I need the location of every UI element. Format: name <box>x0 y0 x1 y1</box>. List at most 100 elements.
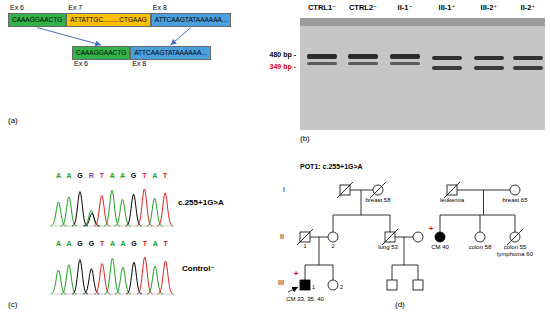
rect-shape <box>432 66 462 70</box>
generation-label: II <box>280 233 284 241</box>
gene-title: POT1: c.255+1G>A <box>300 163 363 171</box>
phenotype-label: CM 33, 35, 40 <box>286 296 324 303</box>
exon-box: CAAAGGAACTGEx 6 <box>72 46 130 69</box>
exon-box: Ex 8ATTCAAGTATAAAAAA... <box>151 4 231 27</box>
lane-label: III-2⁺ <box>481 4 498 13</box>
base-letter: T <box>163 172 167 179</box>
exon-label: Ex 6 <box>8 4 26 13</box>
base-letter: A <box>152 172 157 179</box>
size-marker: 480 bp - <box>270 51 296 59</box>
chromatogram <box>50 189 174 294</box>
trace-peak <box>61 197 77 226</box>
base-letter: A <box>110 240 115 247</box>
line-shape <box>440 215 515 216</box>
rect-shape <box>432 56 462 60</box>
trace-peak <box>115 199 131 226</box>
line-shape <box>392 265 418 266</box>
rect-shape <box>300 18 545 26</box>
base-letter <box>147 172 153 179</box>
panel-letter: (a) <box>8 116 18 125</box>
label-stem: II-1 <box>398 3 409 12</box>
base-letter: T <box>100 172 104 179</box>
trace-peak <box>158 261 174 294</box>
exon-label: Ex 8 <box>151 4 169 13</box>
sequence-strip: CAAAGGAACTG <box>8 13 66 27</box>
line-shape <box>390 215 391 232</box>
line-shape <box>480 215 481 232</box>
individual-number: 2 <box>340 284 343 290</box>
trace-baseline <box>54 294 174 295</box>
splice-arrow <box>170 28 191 45</box>
rect-shape <box>300 18 545 130</box>
trace-peak <box>61 265 77 294</box>
base-letter <box>94 172 100 179</box>
variant-label: Control⁻ <box>182 264 215 273</box>
status-sign: ⁻ <box>332 3 336 12</box>
trace-peak <box>115 267 131 294</box>
base-letter <box>125 240 131 247</box>
lane-label: CTRL1⁻ <box>308 4 336 13</box>
trace-baseline <box>54 226 174 227</box>
base-letter: A <box>153 240 158 247</box>
phenotype-label: breast 65 <box>502 197 527 204</box>
circle-shape <box>328 232 338 242</box>
base-letter: G <box>77 240 82 247</box>
circle-shape <box>413 232 423 242</box>
size-marker: 349 bp - <box>270 63 296 71</box>
line-shape <box>483 190 484 215</box>
phenotype-label: breast 58 <box>365 197 390 204</box>
base-letter: A <box>66 240 71 247</box>
base-letter <box>71 240 77 247</box>
line-shape <box>404 237 405 265</box>
base-letter: G <box>89 240 94 247</box>
line-shape <box>333 215 334 232</box>
lane-label: II-1⁻ <box>398 4 413 13</box>
panel-letter: (c) <box>8 300 17 309</box>
base-letter <box>104 240 110 247</box>
rect-shape <box>300 280 310 290</box>
variant-label: c.255+1G>A <box>178 198 224 207</box>
base-letter: G <box>131 172 136 179</box>
line-shape <box>319 237 320 265</box>
base-letter: A <box>110 172 115 179</box>
base-letter: A <box>120 172 125 179</box>
exon-box: Ex 7ATTATTGC.........CTGAAG <box>66 4 151 27</box>
rect-shape <box>390 62 420 65</box>
rect-shape <box>348 62 378 65</box>
phenotype-label: colon 58 <box>469 244 492 251</box>
exon-box: ATTCAAGTATAAAAAA...Ex 8 <box>130 46 210 69</box>
circle-shape <box>475 232 485 242</box>
base-letter: R <box>89 172 94 179</box>
circle-shape <box>510 185 520 195</box>
base-letter <box>157 172 163 179</box>
carrier-mark: + <box>294 269 299 278</box>
trace-peak <box>104 190 120 226</box>
individual-number: 1 <box>303 243 306 249</box>
line-shape <box>305 265 306 280</box>
panel-letter: (d) <box>395 300 405 309</box>
base-letter <box>147 240 153 247</box>
circle-shape <box>328 280 338 290</box>
base-calls: A A G G T A A G T A T <box>56 240 168 248</box>
rect-shape <box>513 56 543 60</box>
base-letter: T <box>142 172 146 179</box>
individual-number: 1 <box>312 284 315 290</box>
generation-label: III <box>278 279 284 287</box>
base-letter <box>94 240 100 247</box>
label-stem: III-2 <box>481 3 494 12</box>
sequence-strip: ATTCAAGTATAAAAAA... <box>130 46 210 60</box>
base-letter <box>83 172 89 179</box>
sequence-strip: ATTCAAGTATAAAAAA... <box>151 13 231 27</box>
base-letter: T <box>100 240 104 247</box>
trace-peak <box>104 258 120 294</box>
line-shape <box>333 215 390 216</box>
line-shape <box>440 215 441 232</box>
panel-letter: (b) <box>300 134 310 143</box>
rect-shape <box>474 56 504 60</box>
line-shape <box>507 229 523 245</box>
rect-shape <box>387 280 397 290</box>
rect-shape <box>390 54 420 59</box>
base-letter: A <box>56 172 61 179</box>
line-shape <box>392 265 393 280</box>
base-letter <box>104 172 110 179</box>
